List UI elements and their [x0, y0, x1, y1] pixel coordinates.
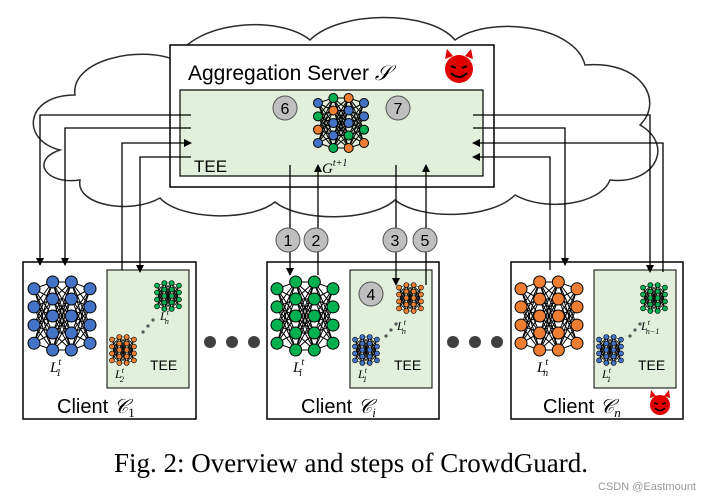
- server-title: Aggregation Server 𝒮: [188, 61, 397, 85]
- svg-text:7: 7: [394, 101, 403, 118]
- client-i-tee-label: TEE: [394, 357, 421, 373]
- global-model-label: Gt+1: [322, 158, 347, 177]
- svg-text:3: 3: [391, 233, 400, 250]
- client-n-tee-network-top-icon: [640, 282, 668, 314]
- ellipsis-left: [204, 336, 260, 348]
- step-7-badge: 7: [385, 95, 411, 121]
- client-1-model-network-icon: [27, 275, 97, 357]
- client-i-model-network-icon: [270, 275, 340, 357]
- step-2-badge: 2: [303, 227, 329, 253]
- arrows-client-1: [36, 114, 192, 273]
- server-tee-label: TEE: [194, 157, 227, 176]
- client-i-tee-network-bottom-icon: [352, 334, 380, 366]
- client-1-label: Client 𝒞1: [57, 396, 135, 420]
- client-n-tee-label: TEE: [638, 357, 665, 373]
- svg-text:5: 5: [421, 233, 430, 250]
- arrows-client-i: [286, 164, 430, 286]
- client-1-tee-network-bottom-icon: [109, 334, 137, 366]
- svg-text:4: 4: [367, 287, 376, 304]
- client-i-label: Client 𝒞i: [301, 396, 378, 420]
- svg-text:1: 1: [284, 233, 293, 250]
- step-5-badge: 5: [412, 227, 438, 253]
- figure-caption: Fig. 2: Overview and steps of CrowdGuard…: [114, 448, 588, 478]
- watermark: CSDN @Eastmount: [598, 481, 696, 493]
- global-model-nodes: [313, 93, 369, 153]
- devil-icon: [445, 49, 473, 83]
- tee-dots: [141, 318, 642, 338]
- step-6-badge: 6: [272, 95, 298, 121]
- client-i-tee-network-top-icon: [396, 282, 424, 314]
- step-1-badge: 1: [275, 227, 301, 253]
- client-1-tee-network-top-icon: [154, 280, 182, 312]
- step-4-badge: 4: [358, 281, 384, 307]
- client-n-label: Client 𝒞n: [543, 396, 621, 420]
- step-3-badge: 3: [382, 227, 408, 253]
- aggregation-server: Aggregation Server 𝒮 TEE 6 7 Gt+1: [169, 44, 495, 188]
- client-n-tee-network-bottom-icon: [596, 334, 624, 366]
- client-1-tee-label: TEE: [150, 357, 177, 373]
- client-n-model-network-icon: [514, 275, 584, 357]
- svg-text:6: 6: [281, 101, 290, 118]
- client-1-tee: [106, 269, 190, 389]
- arrows-client-n: [472, 114, 664, 273]
- svg-text:2: 2: [312, 233, 321, 250]
- client-network-icons: [27, 275, 668, 366]
- client-n-devil-icon: [650, 390, 670, 415]
- ellipsis-right: [447, 336, 503, 348]
- global-model-network-icon: [313, 93, 369, 153]
